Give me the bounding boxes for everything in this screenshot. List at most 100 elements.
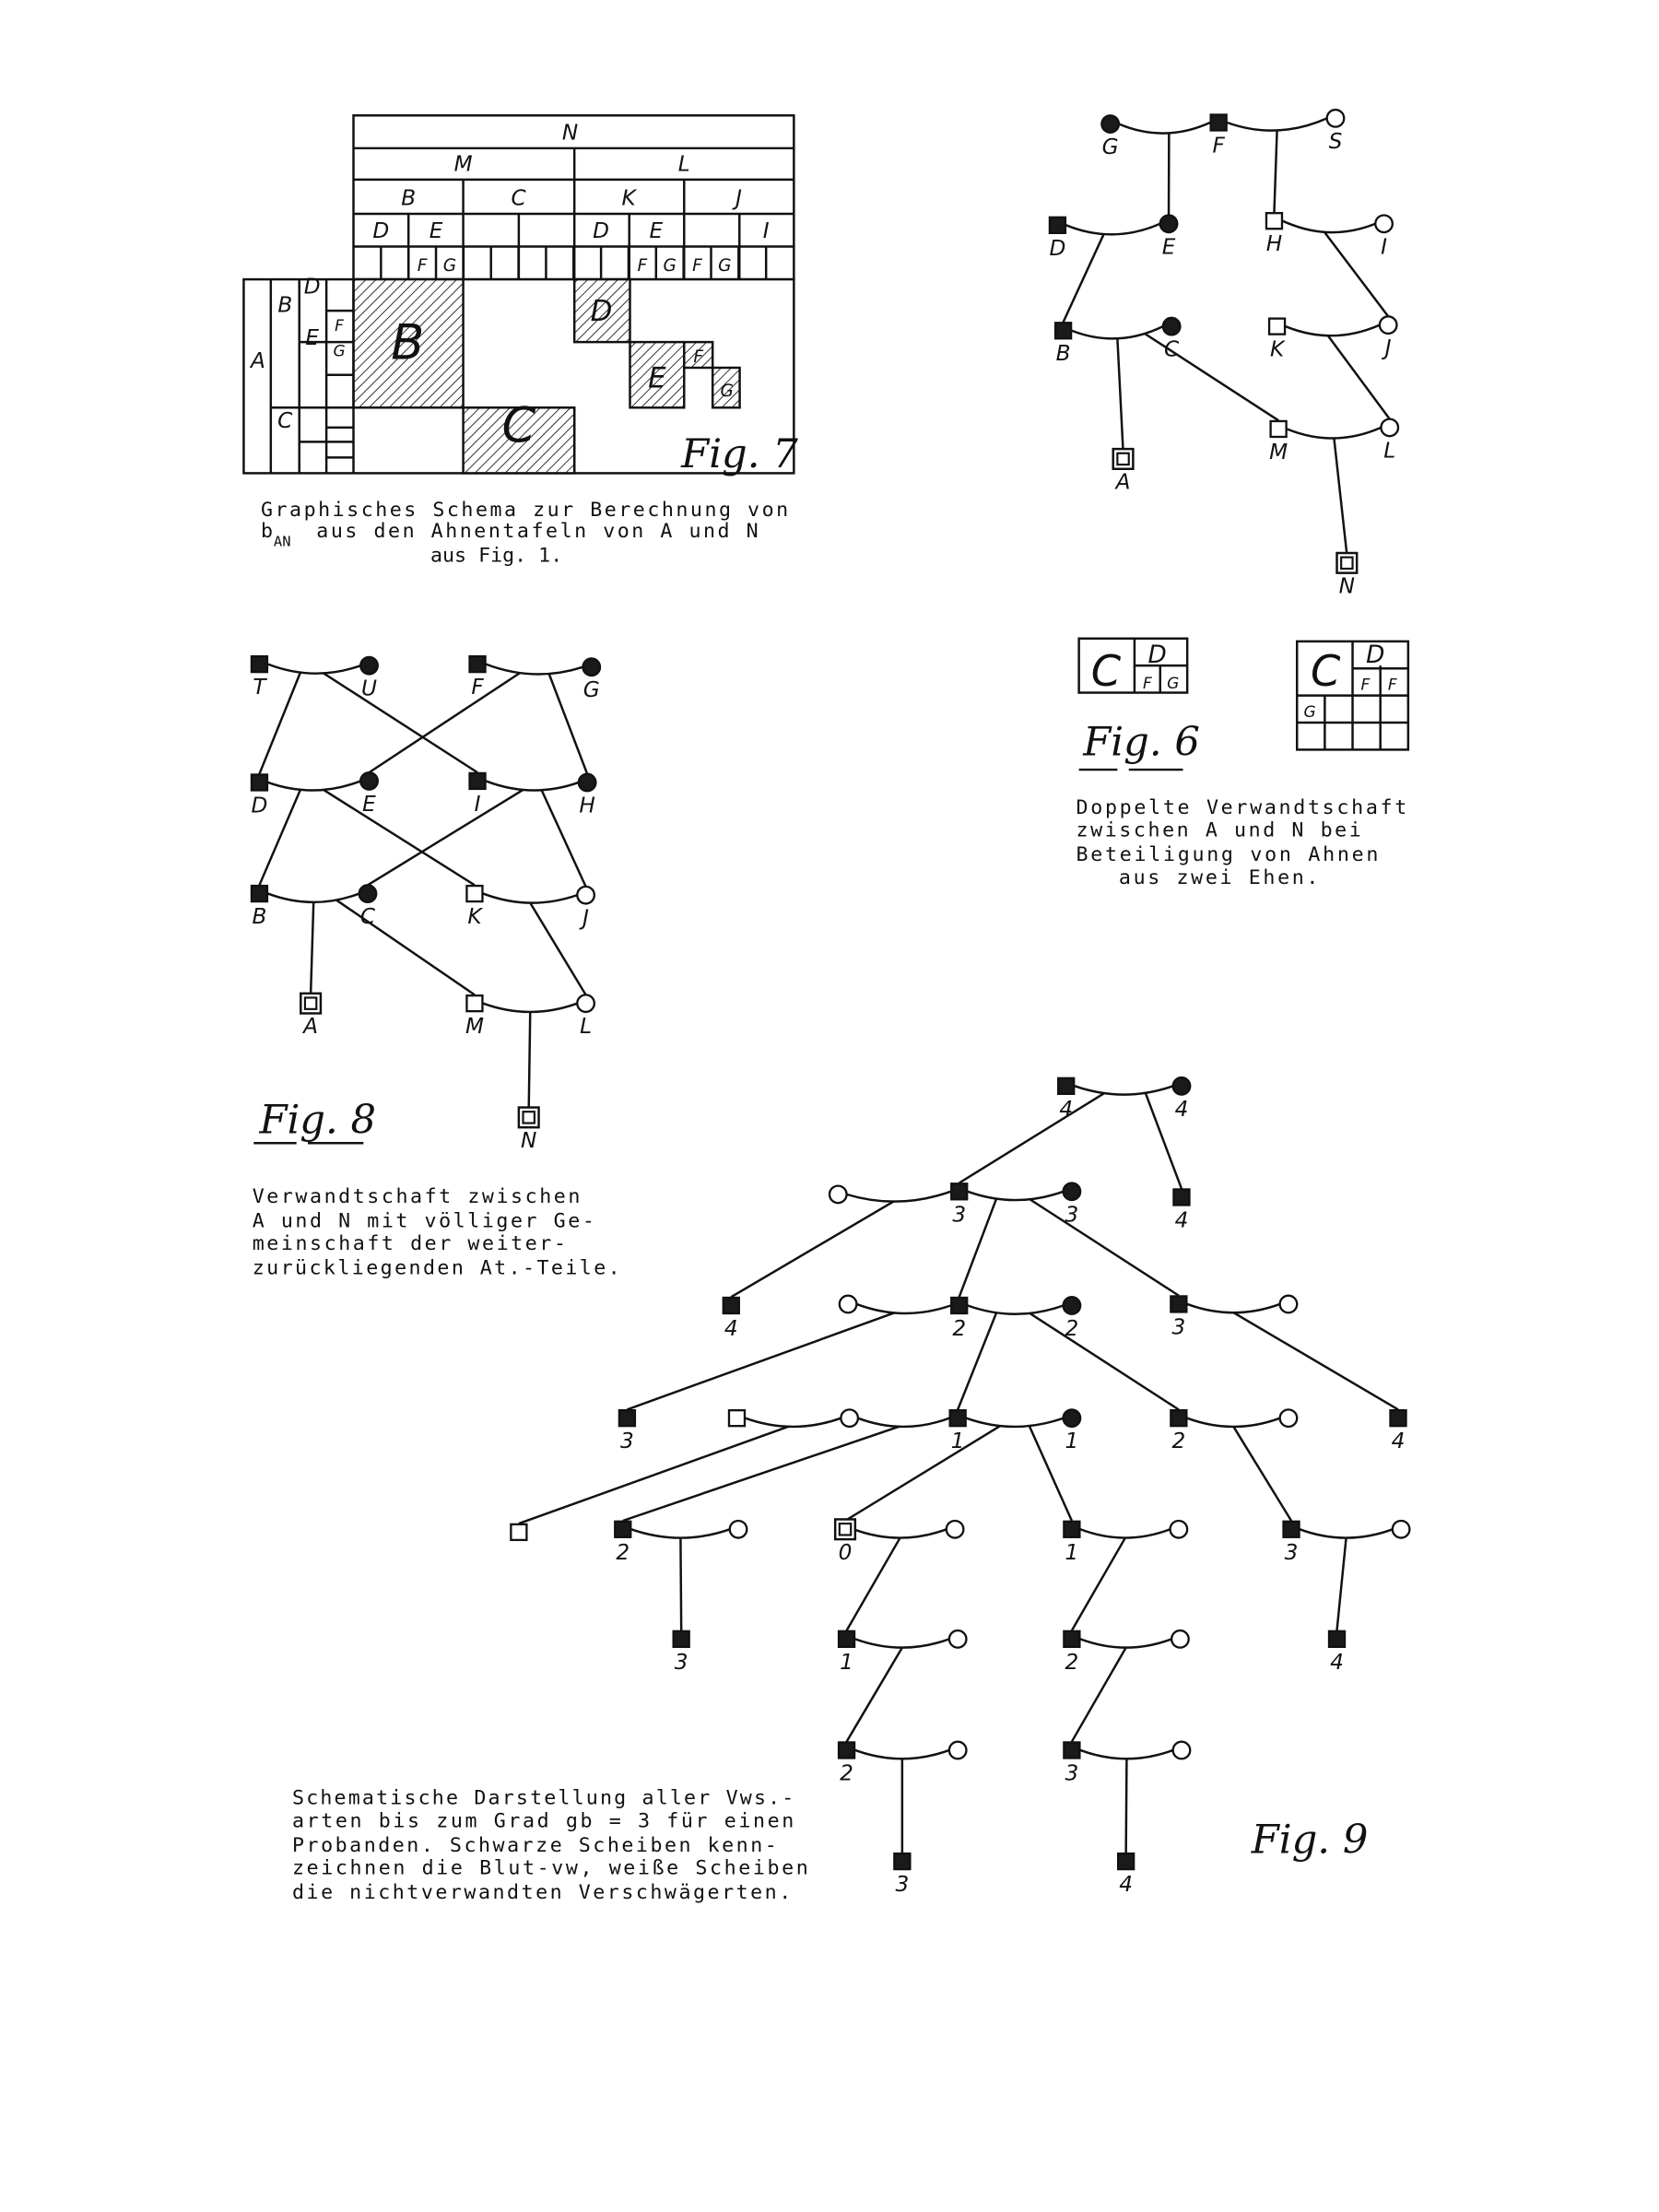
node-label: M	[1269, 440, 1288, 465]
pedigree-node-female-blood: G	[582, 657, 602, 702]
descent-line	[1124, 1759, 1128, 1853]
fig7-caption-sub: AN	[274, 533, 291, 549]
circle-female-icon	[1325, 108, 1346, 128]
pedigree-node-female-affine	[838, 1294, 858, 1314]
circle-female-icon	[947, 1740, 968, 1760]
pedigree-node-male-proband: N	[517, 1106, 540, 1153]
pedigree-node-male-blood: 4	[1389, 1408, 1407, 1453]
circle-female-icon	[840, 1408, 860, 1429]
square-male-icon	[465, 884, 484, 903]
fig7-header-row4-cell: D	[593, 218, 609, 243]
descent-line	[1029, 1312, 1180, 1411]
fig6-box2-f2: F	[1388, 676, 1397, 694]
pedigree-node-female-blood: U	[359, 655, 379, 701]
pedigree-node-male-affine: M	[1269, 419, 1288, 465]
node-label: E	[362, 792, 376, 817]
node-label: I	[1381, 234, 1387, 259]
pedigree-node-male-blood: 2	[1170, 1408, 1188, 1453]
fig6-box1-g: G	[1167, 675, 1179, 693]
marriage-line	[630, 1528, 731, 1539]
circle-female-icon	[1062, 1408, 1082, 1429]
square-male-icon	[250, 773, 269, 792]
circle-female-icon	[1100, 114, 1121, 134]
fig7-left-c: C	[277, 408, 293, 433]
marriage-line	[966, 1417, 1065, 1429]
descent-line	[309, 901, 315, 995]
marriage-line	[857, 1417, 950, 1429]
pedigree-node-female-blood: G	[1100, 114, 1121, 159]
fig8-caption-line: Verwandtschaft zwischen	[253, 1185, 581, 1208]
pedigree-node-female-affine	[1171, 1740, 1192, 1760]
node-label: H	[1266, 231, 1282, 256]
marriage-line	[485, 780, 580, 792]
pedigree-node-male-blood: 3	[1282, 1520, 1300, 1565]
circle-female-icon	[1374, 214, 1394, 234]
node-label: G	[583, 677, 600, 702]
fig7-header-row5-cell: F	[692, 256, 702, 276]
node-label: I	[475, 792, 481, 817]
pedigree-node-female-affine: I	[1374, 214, 1394, 259]
pedigree-node-female-blood: E	[359, 771, 379, 817]
fig7-caption-line2: aus den Ahnentafeln von A und N	[316, 520, 758, 543]
pedigree-node-female-affine	[1170, 1629, 1190, 1649]
pedigree-node-male-affine: K	[465, 884, 484, 929]
pedigree-node-female-affine: J	[1378, 315, 1398, 360]
pedigree-node-male-blood: 4	[1057, 1077, 1076, 1122]
marriage-line	[1285, 324, 1381, 337]
square-male-icon	[1048, 216, 1067, 234]
node-label: J	[579, 906, 589, 931]
fig9-caption-line: Schematische Darstellung aller Vws.-	[292, 1787, 794, 1810]
fig7-header-row4-cell: E	[429, 218, 443, 243]
marriage-line	[482, 1002, 578, 1014]
descent-line	[1333, 438, 1348, 555]
pedigree-node-male-blood: D	[1048, 216, 1067, 261]
node-label: 3	[1171, 1314, 1185, 1339]
node-label: 2	[1171, 1429, 1185, 1453]
node-label: 2	[952, 1316, 966, 1341]
pedigree-node-male-blood: 4	[1172, 1188, 1191, 1232]
square-male-icon	[1170, 1295, 1188, 1313]
fig6-caption-line: aus zwei Ehen.	[1119, 866, 1318, 889]
node-label: C	[1164, 337, 1180, 362]
descent-line	[258, 789, 302, 886]
node-label: 2	[1065, 1650, 1079, 1675]
square-male-icon	[1063, 1520, 1081, 1538]
fig7-left-f: F	[335, 317, 344, 335]
node-label: M	[465, 1014, 484, 1039]
descent-line	[679, 1537, 683, 1631]
node-label: L	[580, 1014, 592, 1039]
fig6-caption-line: Doppelte Verwandtschaft	[1077, 796, 1407, 819]
fig7-header-row4-cell: I	[763, 218, 770, 243]
marriage-line	[485, 663, 583, 676]
pedigree-node-female-affine	[945, 1519, 965, 1539]
pedigree-node-male-blood: 3	[950, 1182, 969, 1227]
node-label: K	[1270, 337, 1286, 362]
fig7-header-row3-cell: C	[512, 186, 527, 211]
pedigree-node-male-proband: A	[300, 992, 323, 1039]
square-male-icon	[948, 1408, 967, 1428]
node-label: 3	[675, 1650, 688, 1675]
pedigree-node-male-affine: H	[1265, 212, 1284, 256]
fig9-caption-line: zeichnen die Blut-vw, weiße Scheiben	[292, 1857, 808, 1880]
fig7-block-g-label: G	[720, 382, 733, 401]
circle-female-icon	[359, 771, 379, 791]
pedigree-node-male-affine: M	[465, 994, 484, 1039]
fig6-box2-f1: F	[1361, 676, 1371, 694]
pedigree-node-female-affine	[1278, 1294, 1299, 1314]
square-male-icon	[950, 1182, 969, 1201]
circle-female-icon	[1171, 1740, 1192, 1760]
node-label: 0	[839, 1540, 853, 1565]
marriage-line	[1079, 1638, 1172, 1649]
node-label: D	[252, 793, 268, 818]
node-label: 3	[895, 1872, 909, 1897]
descent-line	[1144, 1092, 1183, 1190]
node-label: 3	[952, 1202, 966, 1227]
circle-female-icon	[582, 657, 602, 677]
fig7-header-row3-cell: J	[732, 186, 742, 211]
fig8-caption-line: A und N mit völliger Ge-	[253, 1209, 594, 1232]
node-label: N	[1339, 573, 1355, 598]
fig6-box2-g: G	[1304, 703, 1316, 722]
circle-female-icon	[1062, 1182, 1082, 1202]
pedigree-node-male-blood: 4	[1327, 1630, 1347, 1675]
